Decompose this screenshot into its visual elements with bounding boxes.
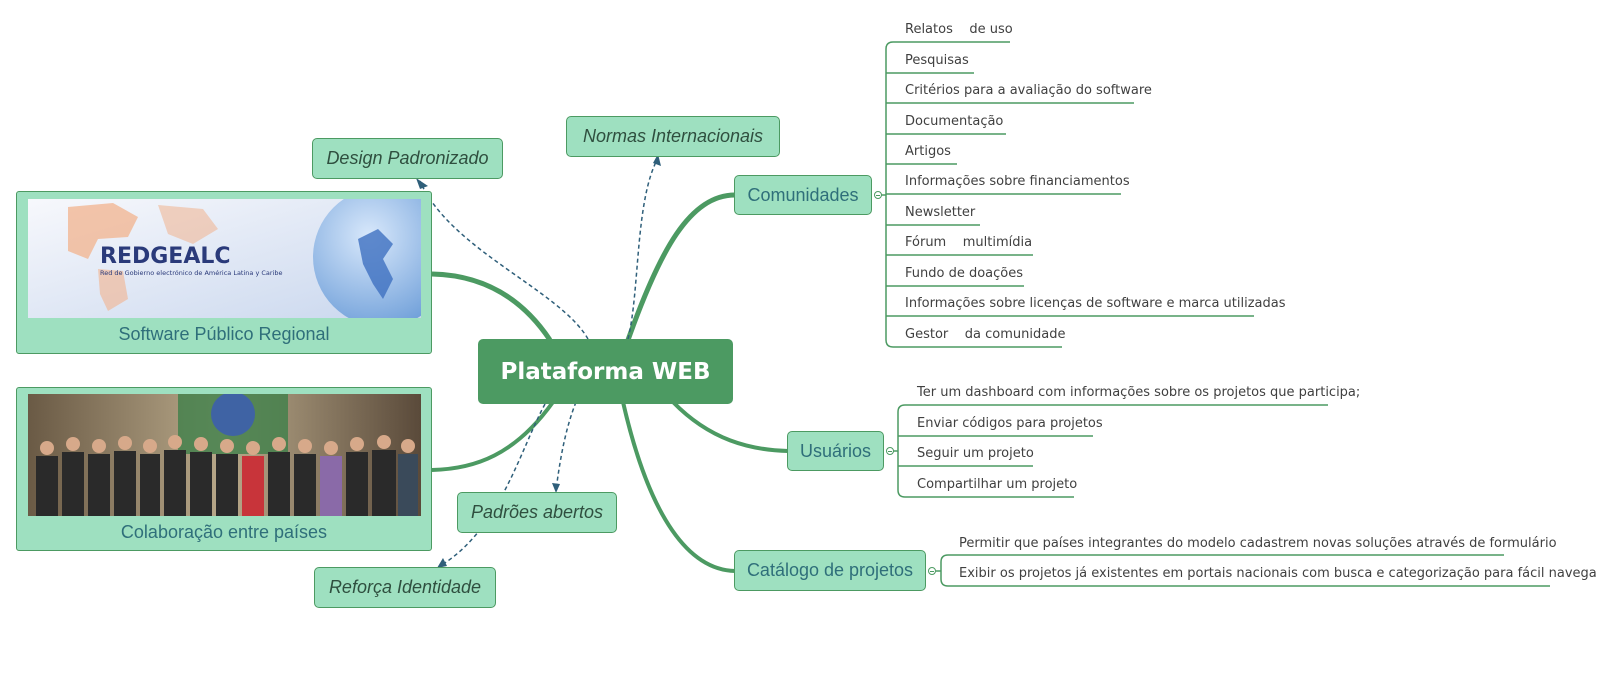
branch-line-software xyxy=(431,271,553,342)
subtopic-item[interactable]: Seguir um projeto xyxy=(917,446,1034,461)
image-topic-software-publico-regional[interactable]: REDGEALC Red de Gobierno electrónico de … xyxy=(16,191,432,354)
collapse-toggle-comunidades[interactable] xyxy=(874,191,882,199)
branch-line-usuarios xyxy=(671,400,789,453)
logo-subtitle: Red de Gobierno electrónico de América L… xyxy=(100,269,282,277)
collapse-toggle-catalogo[interactable] xyxy=(928,567,936,575)
branch-line-comunidades xyxy=(625,192,736,341)
subtopic-item[interactable]: Newsletter xyxy=(905,205,976,220)
image-topic-colaboracao-entre-paises[interactable]: Colaboração entre países xyxy=(16,387,432,551)
dashed-link-design xyxy=(419,180,589,340)
subtopic-item[interactable]: Informações sobre licenças de software e… xyxy=(905,296,1286,311)
collapse-toggle-usuarios[interactable] xyxy=(886,447,894,455)
branch-comunidades[interactable]: Comunidades xyxy=(734,175,872,215)
subtopic-item[interactable]: Ter um dashboard com informações sobre o… xyxy=(917,385,1361,400)
subtopic-item[interactable]: Exibir os projetos já existentes em port… xyxy=(959,566,1597,581)
logo-wordmark: REDGEALC xyxy=(100,244,231,269)
subtopic-item[interactable]: Compartilhar um projeto xyxy=(917,477,1078,492)
subtopic-item[interactable]: Gestor da comunidade xyxy=(905,327,1066,342)
image-topic-caption: Software Público Regional xyxy=(118,324,330,344)
subtopic-item[interactable]: Enviar códigos para projetos xyxy=(917,416,1103,431)
subtopic-item[interactable]: Critérios para a avaliação do software xyxy=(905,83,1152,98)
dashed-link-padroes xyxy=(555,401,577,491)
subtopic-item[interactable]: Documentação xyxy=(905,114,1004,129)
dashed-link-reforca xyxy=(439,403,546,567)
branch-catalogo-de-projetos[interactable]: Catálogo de projetos xyxy=(734,550,926,591)
floating-topic-normas-internacionais[interactable]: Normas Internacionais xyxy=(566,116,780,157)
subtopic-item[interactable]: Fórum multimídia xyxy=(905,235,1033,250)
branch-line-catalogo xyxy=(621,401,736,573)
floating-topic-design-padronizado[interactable]: Design Padronizado xyxy=(312,138,503,179)
image-topic-caption: Colaboração entre países xyxy=(120,522,328,542)
subtopic-item[interactable]: Fundo de doações xyxy=(905,266,1024,281)
redgealc-logo-image: REDGEALC Red de Gobierno electrónico de … xyxy=(28,199,421,318)
subtopic-item[interactable]: Relatos de uso xyxy=(905,22,1013,37)
subtopic-item[interactable]: Pesquisas xyxy=(905,53,969,68)
subtopic-item[interactable]: Permitir que países integrantes do model… xyxy=(959,536,1557,551)
floating-topic-reforca-identidade[interactable]: Reforça Identidade xyxy=(314,567,496,608)
subtopic-item[interactable]: Artigos xyxy=(905,144,951,159)
group-photo-image xyxy=(28,394,421,516)
branch-line-colaboracao xyxy=(431,400,555,472)
subtopic-item[interactable]: Informações sobre financiamentos xyxy=(905,174,1130,189)
branch-usuarios[interactable]: Usuários xyxy=(787,431,884,471)
central-topic[interactable]: Plataforma WEB xyxy=(478,339,733,404)
floating-topic-padroes-abertos[interactable]: Padrões abertos xyxy=(457,492,617,533)
dashed-link-normas xyxy=(627,157,659,340)
